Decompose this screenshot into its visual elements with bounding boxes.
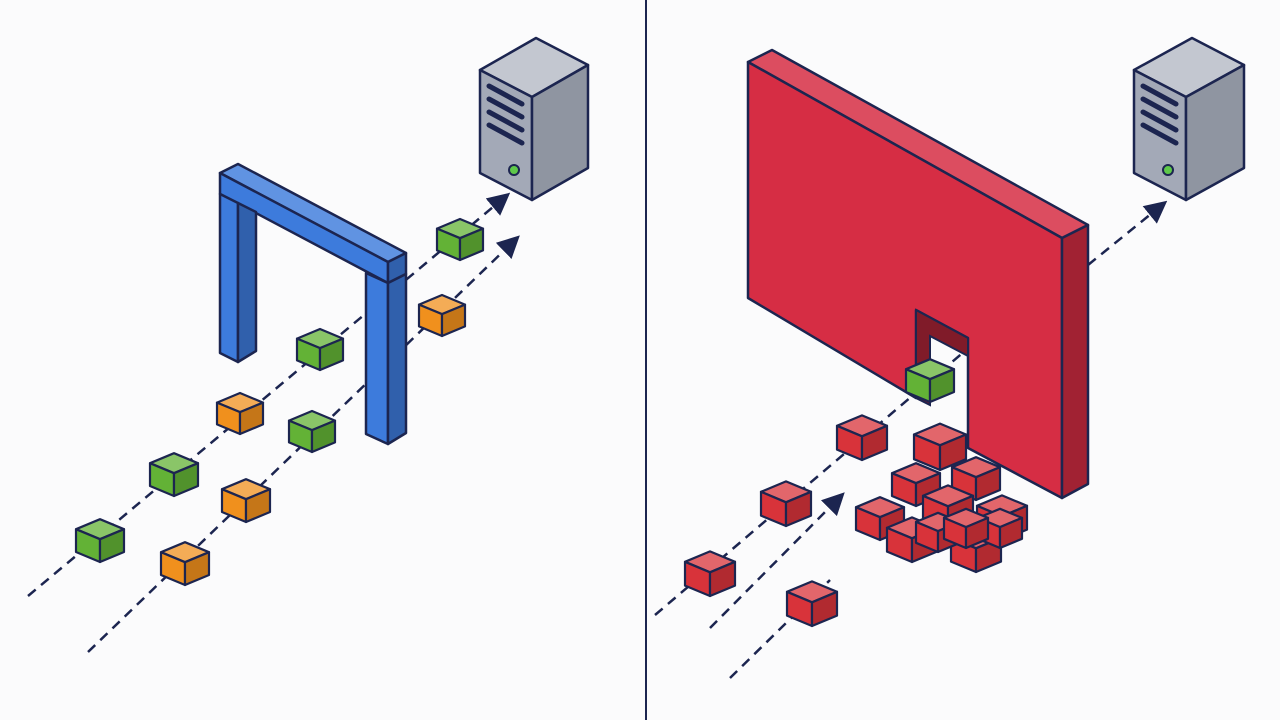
traffic-path-line <box>729 579 831 679</box>
green-cube <box>148 452 200 498</box>
traffic-path-line <box>1087 200 1168 266</box>
green-cube <box>435 217 485 262</box>
red-cube <box>942 507 990 550</box>
arch-gate <box>218 162 408 446</box>
right-panel-blocking-wall <box>654 36 1246 679</box>
status-led-icon <box>1162 164 1174 176</box>
red-cube <box>759 480 813 528</box>
orange-cube <box>417 293 467 338</box>
server-tower-icon <box>478 36 590 202</box>
left-panel-open-gate <box>27 36 590 653</box>
green-cube <box>74 518 126 564</box>
red-cube <box>835 414 889 462</box>
orange-cube <box>159 541 211 587</box>
red-cube <box>912 422 968 472</box>
green-cube <box>287 409 337 454</box>
red-cube <box>683 550 737 598</box>
traffic-cubes <box>74 217 1029 628</box>
server-tower-icon <box>1132 36 1246 202</box>
red-cube <box>785 580 839 628</box>
green-cube <box>904 358 956 404</box>
blocking-wall <box>746 48 1090 500</box>
traffic-path-line <box>709 492 845 629</box>
green-cube <box>295 327 345 372</box>
status-led-icon <box>508 164 520 176</box>
orange-cube <box>220 478 272 524</box>
orange-cube <box>215 391 265 436</box>
